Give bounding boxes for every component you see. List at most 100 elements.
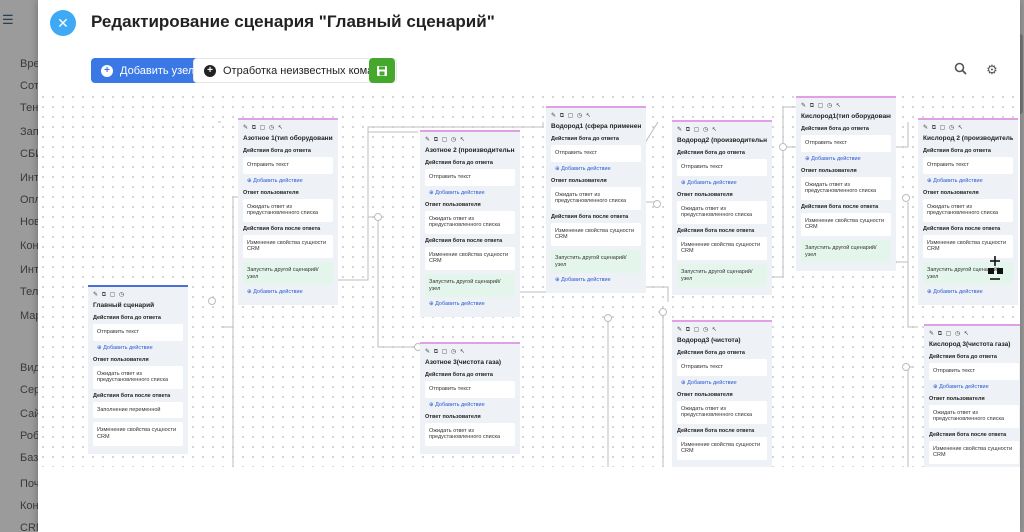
action-card[interactable]: Ожидать ответ из предустановленного спис… [677, 200, 767, 224]
action-card[interactable]: Изменение свойства сущности CRM [425, 246, 515, 270]
action-card[interactable]: Запустить другой сценарий/узел [243, 261, 333, 286]
node-kislorod-3[interactable]: ✎ ⧉ ▢ ◷ ↖ Кислород 3(чистота газа) Дейст… [924, 324, 1020, 467]
node-kislorod-1[interactable]: ✎ ⧉ ▢ ◷ ↖ Кислород1(тип оборудования ) Д… [796, 96, 896, 272]
plus-circle-icon: + [101, 64, 113, 77]
section-label: Ответ пользователя [801, 167, 857, 174]
action-card[interactable]: Отправить текст [801, 135, 891, 152]
action-card[interactable]: Изменение свойства сущности CRM [677, 436, 767, 460]
node-vodorod-1[interactable]: ✎ ⧉ ▢ ◷ ↖ Водород1 (сфера применения) Де… [546, 106, 646, 294]
action-card[interactable]: Ожидать ответ из предустановленного спис… [929, 404, 1019, 428]
action-card[interactable]: Ожидать ответ из предустановленного спис… [243, 198, 333, 222]
background-menu-item: СБИ [20, 148, 44, 160]
node-title: Кислород1(тип оборудования ) [801, 113, 891, 120]
action-card[interactable]: Изменение свойства сущности CRM [929, 440, 1019, 464]
node-tool-icons[interactable]: ✎ ⧉ ▢ ◷ ↖ [677, 127, 718, 133]
node-tool-icons[interactable]: ✎ ⧉ ▢ ◷ ↖ [801, 103, 842, 109]
action-card[interactable]: Отправить текст [929, 363, 1019, 380]
action-card[interactable]: Изменение свойства сущности CRM [801, 212, 891, 236]
zoom-controls[interactable] [988, 252, 1018, 292]
background-menu-item: CRM [20, 522, 46, 532]
action-card[interactable]: Отправить текст [551, 145, 641, 162]
node-tool-icons[interactable]: ✎ ⧉ ▢ ◷ ↖ [425, 137, 466, 143]
action-card[interactable]: Ожидать ответ из предустановленного спис… [425, 422, 515, 446]
action-card[interactable]: Отправить текст [677, 159, 767, 176]
section-label: Действия бота после ответа [677, 427, 755, 434]
action-card[interactable]: Отправить текст [425, 169, 515, 186]
node-tool-icons[interactable]: ✎ ⧉ ▢ ◷ ↖ [923, 125, 964, 131]
action-card[interactable]: Заполнение переменной [93, 401, 183, 419]
section-label: Действия бота после ответа [425, 237, 503, 244]
hamburger-icon[interactable]: ☰ [2, 12, 14, 27]
add-action-link[interactable]: Добавить действие [681, 380, 767, 386]
unknown-commands-label: Отработка неизвестных команд [223, 64, 386, 77]
action-card[interactable]: Отправить текст [93, 324, 183, 341]
section-label: Действия бота до ответа [551, 136, 619, 142]
add-action-link[interactable]: Добавить действие [429, 402, 515, 408]
save-icon [377, 65, 387, 76]
gear-icon[interactable]: ⚙ [986, 62, 998, 77]
plus-circle-icon: + [204, 64, 216, 77]
modal-title: Редактирование сценария "Главный сценари… [91, 12, 495, 31]
search-icon[interactable] [952, 62, 968, 78]
add-action-link[interactable]: Добавить действие [805, 156, 891, 162]
node-vodorod-3[interactable]: ✎ ⧉ ▢ ◷ ↖ Водород3 (чистота) Действия бо… [672, 320, 772, 467]
action-card[interactable]: Запустить другой сценарий/узел [801, 239, 891, 264]
action-card[interactable]: Изменение свойства сущности CRM [93, 422, 183, 446]
add-action-link[interactable]: Добавить действие [927, 289, 1013, 295]
node-tool-icons[interactable]: ✎ ⧉ ▢ ◷ ↖ [677, 327, 718, 333]
section-label: Ответ пользователя [929, 395, 985, 402]
action-card[interactable]: Изменение свойства сущности CRM [243, 234, 333, 258]
node-tool-icons[interactable]: ✎ ⧉ ▢ ◷ ↖ [425, 349, 466, 355]
section-label: Действия бота до ответа [425, 160, 493, 166]
action-card[interactable]: Отправить текст [425, 381, 515, 398]
section-label: Действия бота после ответа [801, 203, 879, 210]
node-azot-2[interactable]: ✎ ⧉ ▢ ◷ ↖ Азотное 2 (производительн... Д… [420, 130, 520, 318]
unknown-commands-button[interactable]: + Отработка неизвестных команд [193, 58, 397, 83]
add-action-link[interactable]: Добавить действие [247, 289, 333, 295]
scenario-canvas[interactable]: ✎ ⧉ ▢ ◷ Главный сценарий Действия бота д… [38, 92, 1020, 467]
node-tool-icons[interactable]: ✎ ⧉ ▢ ◷ ↖ [243, 125, 284, 131]
action-card[interactable]: Отправить текст [677, 359, 767, 376]
add-action-link[interactable]: Добавить действие [555, 166, 641, 172]
add-action-link[interactable]: Добавить действие [933, 384, 1019, 390]
section-label: Действия бота до ответа [677, 150, 745, 156]
add-action-link[interactable]: Добавить действие [555, 277, 641, 283]
action-card[interactable]: Отправить текст [923, 157, 1013, 174]
action-card[interactable]: Ожидать ответ из предустановленного спис… [551, 186, 641, 210]
node-main[interactable]: ✎ ⧉ ▢ ◷ Главный сценарий Действия бота д… [88, 285, 188, 454]
action-card[interactable]: Отправить текст [243, 157, 333, 174]
save-button[interactable] [369, 58, 395, 83]
action-card[interactable]: Ожидать ответ из предустановленного спис… [677, 400, 767, 424]
add-action-link[interactable]: Добавить действие [429, 301, 515, 307]
action-card[interactable]: Изменение свойства сущности CRM [923, 234, 1013, 258]
close-icon[interactable]: ✕ [50, 10, 76, 36]
add-action-link[interactable]: Добавить действие [97, 345, 183, 351]
scrollbar[interactable] [1017, 34, 1023, 114]
section-label: Ответ пользователя [923, 189, 979, 196]
node-title: Водород1 (сфера применения) [551, 123, 641, 130]
node-tool-icons[interactable]: ✎ ⧉ ▢ ◷ ↖ [929, 331, 970, 337]
section-label: Действия бота после ответа [243, 225, 321, 232]
node-tool-icons[interactable]: ✎ ⧉ ▢ ◷ ↖ [551, 113, 592, 119]
action-card[interactable]: Изменение свойства сущности CRM [551, 222, 641, 246]
node-azot-3[interactable]: ✎ ⧉ ▢ ◷ ↖ Азотное 3(чистота газа) Действ… [420, 342, 520, 454]
node-vodorod-2[interactable]: ✎ ⧉ ▢ ◷ ↖ Водород2 (производительно... Д… [672, 120, 772, 296]
add-action-link[interactable]: Добавить действие [247, 178, 333, 184]
node-title: Азотное 1(тип оборудования ) [243, 135, 333, 142]
action-card[interactable]: Ожидать ответ из предустановленного спис… [425, 210, 515, 234]
node-azot-1[interactable]: ✎ ⧉ ▢ ◷ ↖ Азотное 1(тип оборудования ) Д… [238, 118, 338, 306]
add-action-link[interactable]: Добавить действие [429, 190, 515, 196]
action-card[interactable]: Ожидать ответ из предустановленного спис… [93, 365, 183, 389]
action-card[interactable]: Запустить другой сценарий/узел [425, 273, 515, 298]
action-card[interactable]: Запустить другой сценарий/узел [551, 249, 641, 274]
action-card[interactable]: Ожидать ответ из предустановленного спис… [801, 176, 891, 200]
section-label: Действия бота до ответа [801, 126, 869, 132]
add-action-link[interactable]: Добавить действие [927, 178, 1013, 184]
add-action-link[interactable]: Добавить действие [681, 180, 767, 186]
section-label: Действия бота до ответа [243, 148, 311, 154]
action-card[interactable]: Ожидать ответ из предустановленного спис… [923, 198, 1013, 222]
action-card[interactable]: Запустить другой сценарий/узел [677, 263, 767, 288]
node-tool-icons[interactable]: ✎ ⧉ ▢ ◷ [93, 292, 126, 298]
action-card[interactable]: Изменение свойства сущности CRM [677, 236, 767, 260]
add-node-button[interactable]: + Добавить узел [91, 58, 205, 83]
